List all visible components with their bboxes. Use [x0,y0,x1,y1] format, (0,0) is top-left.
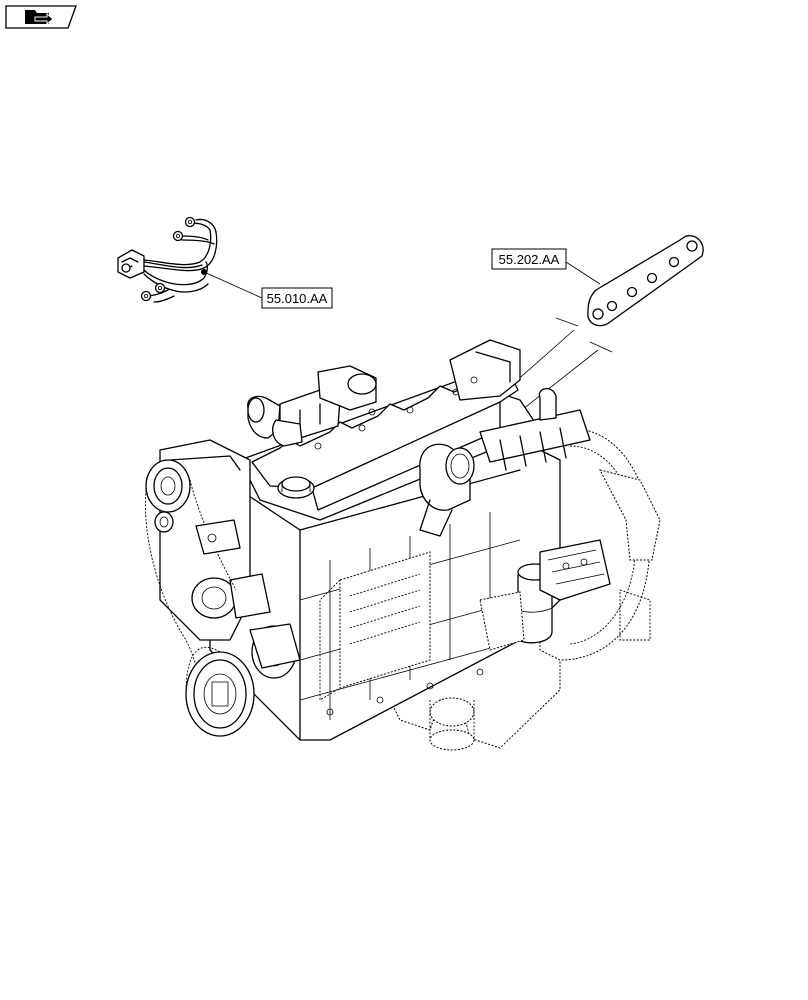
engine-assembly[interactable] [145,339,661,751]
callout-label-55-010-aa: 55.010.AA [267,291,328,306]
callout-55-010-aa[interactable]: 55.010.AA [203,271,333,309]
nav-badge[interactable] [5,5,77,29]
injector-harness-part[interactable] [117,216,218,303]
callout-label-55-202-aa: 55.202.AA [499,252,560,267]
intake-gasket-part[interactable] [587,235,704,327]
callout-55-202-aa[interactable]: 55.202.AA [491,248,601,285]
folder-arrow-icon [5,5,77,29]
